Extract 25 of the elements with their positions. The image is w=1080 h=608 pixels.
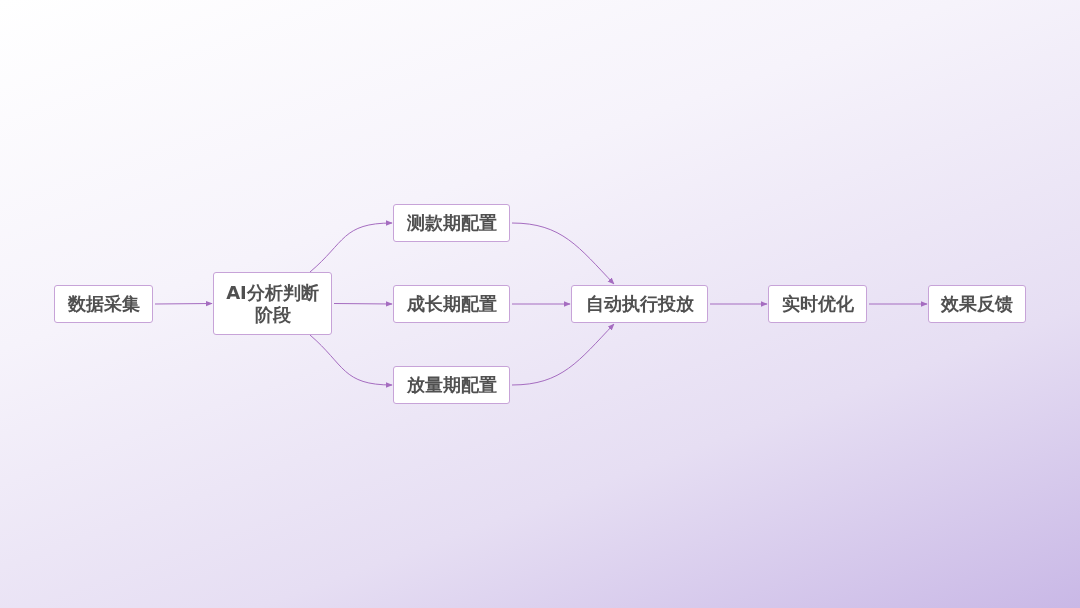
- process-box: [54, 285, 153, 323]
- box-label: 效果反馈: [941, 293, 1013, 315]
- process-box: [393, 204, 510, 242]
- box-label: 自动执行投放: [585, 293, 694, 315]
- process-box: [768, 285, 867, 323]
- arrow: [511, 301, 571, 307]
- process-box: [928, 285, 1026, 323]
- arrow: [511, 222, 615, 285]
- process-box: [393, 285, 510, 323]
- arrow: [309, 220, 393, 273]
- box-label: 放量期配置: [406, 374, 497, 396]
- box-label: 成长期配置: [406, 293, 497, 315]
- arrow: [154, 300, 213, 307]
- box-label: 测款期配置: [406, 212, 497, 234]
- box-label: 数据采集: [67, 293, 140, 315]
- process-box: [393, 366, 510, 404]
- arrow: [333, 301, 393, 307]
- process-box: [571, 285, 708, 323]
- arrow: [868, 301, 928, 307]
- arrow: [309, 334, 393, 388]
- arrow: [709, 301, 768, 307]
- arrow: [511, 323, 615, 386]
- box-label: AI分析判断阶段: [225, 281, 320, 326]
- process-box: [213, 272, 332, 335]
- box-label: 实时优化: [781, 293, 854, 315]
